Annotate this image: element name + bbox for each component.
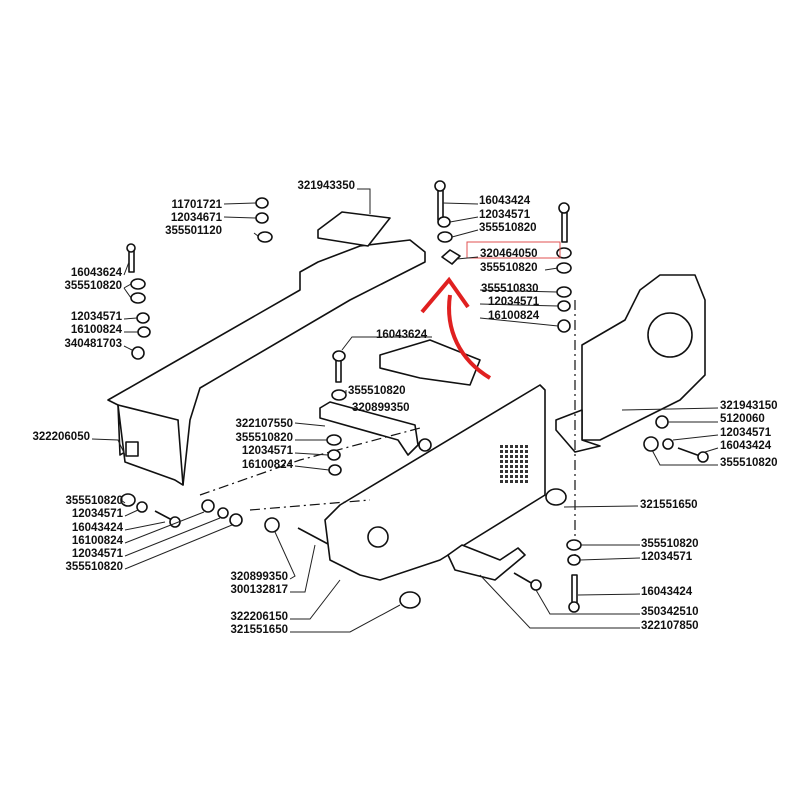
label: 12034571 [72,508,124,520]
label: 321943150 [720,400,778,412]
bracket-322107550 [319,401,419,456]
red-arrow [420,276,492,380]
label: 11701721 [171,199,222,211]
label: 5120060 [720,413,765,425]
label: 12034571 [720,427,772,439]
label: 322107550 [235,418,293,430]
leader-lines [91,188,719,633]
label: 16043424 [641,586,693,598]
plate-321943350 [317,211,391,247]
label: 12034571 [72,548,124,560]
main-frame-left [107,239,426,486]
label: 12034571 [242,445,294,457]
plate-mid [379,339,481,386]
label: 16043624 [376,329,428,341]
label: 320899350 [352,402,410,414]
label: 16043424 [72,522,124,534]
label: 16100824 [71,324,123,336]
label: 16043424 [720,440,772,452]
label: 321551650 [640,499,698,511]
label: 355510820 [348,385,406,397]
label: 355510820 [65,495,123,507]
bracket-322107850 [447,544,526,581]
label: 355510820 [480,262,538,274]
label: 12034671 [171,212,223,224]
label: 355510820 [641,538,699,550]
label: 350342510 [641,606,699,618]
label: 16100824 [72,535,124,547]
label: 355510820 [479,222,537,234]
label: 322206150 [230,611,288,623]
label: 355510820 [235,432,293,444]
part-labels: 16043624 355510820 12034571 16100824 340… [32,180,777,636]
front-side-plate [324,384,546,581]
label: 340481703 [64,338,122,350]
label: 300132817 [230,584,288,596]
label: 16100824 [488,310,540,322]
label: 12034571 [488,296,540,308]
label: 16100824 [242,459,294,471]
right-bracket [555,274,706,453]
label: 322206050 [32,431,90,443]
label: 320899350 [230,571,288,583]
label: 16043624 [71,267,123,279]
label: 321943350 [297,180,355,192]
highlight-box [466,241,561,259]
label: 355510820 [64,280,122,292]
label: 12034571 [479,209,531,221]
label: 355501120 [165,225,222,237]
label: 12034571 [71,311,123,323]
label: 355510820 [720,457,778,469]
label: 355510830 [481,283,539,295]
label: 16043424 [479,195,531,207]
label-highlighted: 320464050 [480,248,538,260]
hardware [120,180,709,613]
label: 321551650 [230,624,288,636]
label: 355510820 [65,561,123,573]
label: 12034571 [641,551,693,563]
label: 322107850 [641,620,699,632]
